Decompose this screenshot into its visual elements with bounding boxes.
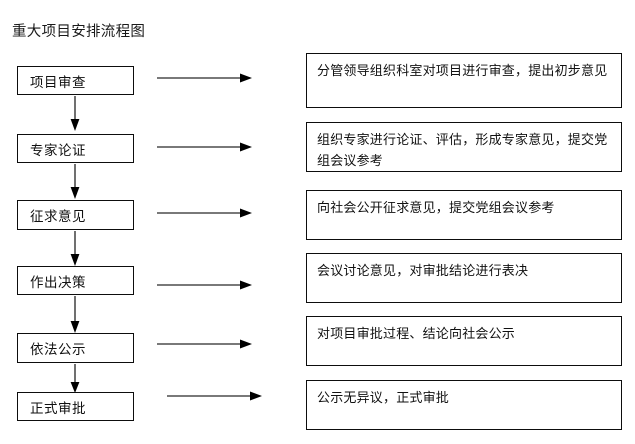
desc-box-5[interactable]: 对项目审批过程、结论向社会公示 bbox=[306, 316, 622, 366]
desc-box-3[interactable]: 向社会公开征求意见，提交党组会议参考 bbox=[306, 190, 622, 240]
desc-text-4: 会议讨论意见，对审批结论进行表决 bbox=[317, 264, 529, 279]
step-label-3: 征求意见 bbox=[30, 209, 86, 225]
step-box-4[interactable]: 作出决策 bbox=[17, 266, 134, 295]
step-box-3[interactable]: 征求意见 bbox=[17, 200, 134, 230]
step-box-2[interactable]: 专家论证 bbox=[17, 134, 134, 163]
step-label-4: 作出决策 bbox=[30, 274, 86, 291]
page-title: 重大项目安排流程图 bbox=[12, 24, 146, 40]
flow-arrow-down-5 bbox=[69, 364, 81, 394]
step-label-1: 项目审查 bbox=[30, 74, 86, 91]
flow-arrow-down-1 bbox=[69, 96, 81, 132]
step-box-1[interactable]: 项目审查 bbox=[17, 66, 134, 95]
flow-arrow-right-2 bbox=[157, 141, 253, 153]
step-label-6: 正式审批 bbox=[30, 400, 86, 417]
step-label-2: 专家论证 bbox=[30, 142, 86, 159]
step-box-6[interactable]: 正式审批 bbox=[17, 392, 134, 421]
step-box-5[interactable]: 依法公示 bbox=[17, 333, 134, 363]
desc-box-1[interactable]: 分管领导组织科室对项目进行审查，提出初步意见 bbox=[306, 53, 622, 108]
step-label-5: 依法公示 bbox=[30, 342, 86, 358]
desc-box-4[interactable]: 会议讨论意见，对审批结论进行表决 bbox=[306, 253, 622, 303]
flow-arrow-right-6 bbox=[167, 390, 263, 402]
flow-arrow-down-2 bbox=[69, 164, 81, 200]
desc-text-5: 对项目审批过程、结论向社会公示 bbox=[317, 327, 516, 342]
flow-arrow-right-4 bbox=[157, 279, 253, 291]
flow-arrow-down-3 bbox=[69, 231, 81, 267]
desc-text-2: 组织专家进行论证、评估，形成专家意见，提交党组会议参考 bbox=[317, 133, 608, 169]
desc-box-2[interactable]: 组织专家进行论证、评估，形成专家意见，提交党组会议参考 bbox=[306, 122, 622, 172]
flow-arrow-down-4 bbox=[69, 296, 81, 334]
desc-text-6: 公示无异议，正式审批 bbox=[317, 391, 450, 406]
flow-arrow-right-3 bbox=[157, 207, 253, 219]
desc-text-1: 分管领导组织科室对项目进行审查，提出初步意见 bbox=[317, 64, 608, 79]
desc-text-3: 向社会公开征求意见，提交党组会议参考 bbox=[317, 201, 555, 216]
flow-arrow-right-5 bbox=[157, 338, 253, 350]
desc-box-6[interactable]: 公示无异议，正式审批 bbox=[306, 380, 622, 430]
flow-arrow-right-1 bbox=[157, 72, 253, 84]
